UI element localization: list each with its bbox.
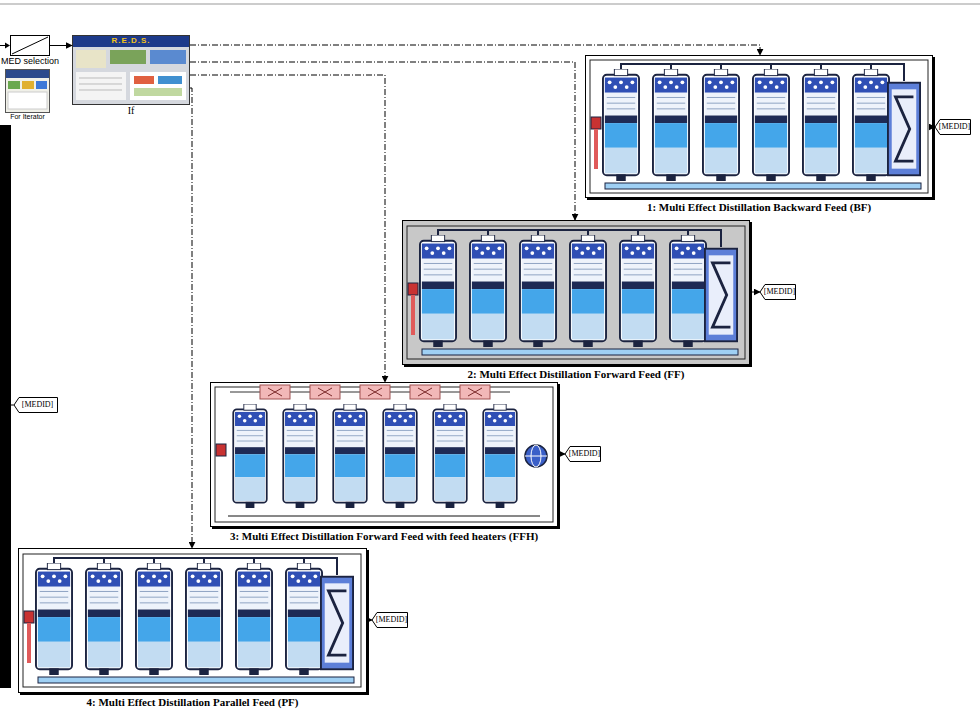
for-iterator-block: For Iterator — [5, 69, 50, 113]
action-signal-line — [190, 62, 575, 220]
action-signal-line — [190, 88, 192, 548]
goto-tag: [MEDID] — [565, 446, 601, 462]
subsystem-block: 4: Multi Effect Distillation Parallel Fe… — [18, 548, 367, 693]
tag-label: [MEDID] — [565, 446, 601, 462]
tag-shape — [372, 613, 408, 628]
tag-label: [MEDID] — [14, 397, 58, 413]
tag-shape — [935, 120, 971, 135]
goto-tag: [MEDID] — [372, 612, 408, 628]
subsystem-block: 1: Multi Effect Distillation Backward Fe… — [585, 55, 933, 198]
if-block: R.E.D.S.If — [72, 35, 190, 105]
subsystem-caption: 3: Multi Effect Distillation Forward Fee… — [230, 530, 538, 542]
subsystem-block: 2: Multi Effect Distillation Forward Fee… — [402, 220, 750, 365]
tag-shape — [14, 398, 58, 413]
subsystem-block: 3: Multi Effect Distillation Forward Fee… — [210, 382, 558, 527]
signal-line — [750, 292, 760, 293]
subsystem-caption: 1: Multi Effect Distillation Backward Fe… — [647, 201, 871, 213]
action-signal-line — [190, 45, 760, 55]
subsystem-caption: 2: Multi Effect Distillation Forward Fee… — [468, 368, 685, 380]
tag-label: [MEDID] — [372, 612, 408, 628]
goto-tag: [MEDID] — [14, 397, 58, 413]
block-label: If — [128, 105, 135, 116]
tag-shape — [565, 447, 601, 462]
tag-label: [MEDID] — [760, 284, 796, 300]
tag-shape — [760, 285, 796, 300]
tag-label: [MEDID] — [935, 119, 971, 135]
block-label: For Iterator — [10, 113, 45, 120]
action-signal-line — [190, 75, 385, 382]
block-header: R.E.D.S. — [73, 36, 189, 47]
goto-tag: [MEDID] — [935, 119, 971, 135]
goto-tag: [MEDID] — [760, 284, 796, 300]
ramp-block: MED selection — [10, 35, 50, 56]
signal-line — [50, 45, 72, 46]
signal-line — [367, 620, 372, 621]
subsystem-caption: 4: Multi Effect Distillation Parallel Fe… — [87, 696, 299, 708]
signal-line — [558, 454, 565, 455]
block-label: MED selection — [1, 56, 59, 66]
